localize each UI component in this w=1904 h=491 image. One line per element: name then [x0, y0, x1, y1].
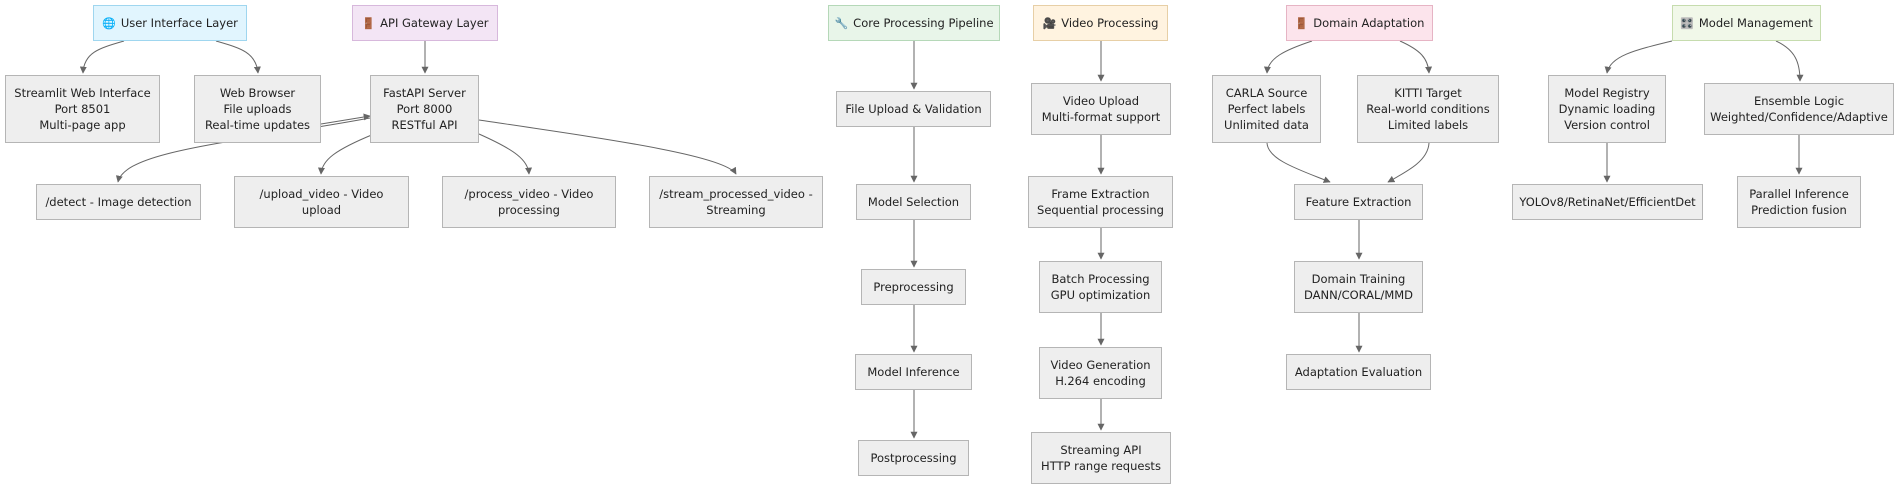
node-carla-source: CARLA Source Perfect labels Unlimited da…	[1212, 75, 1321, 143]
node-kitti-target: KITTI Target Real-world conditions Limit…	[1357, 75, 1499, 143]
control-knobs-icon: 🎛️	[1680, 16, 1694, 30]
edge-model-to-registry	[1604, 40, 1673, 74]
node-preprocessing: Preprocessing	[861, 269, 966, 305]
node-video-upload: Video Upload Multi-format support	[1031, 83, 1171, 135]
node-parallel-inference: Parallel Inference Prediction fusion	[1737, 176, 1861, 228]
header-label: User Interface Layer	[120, 16, 238, 30]
header-label: API Gateway Layer	[380, 16, 489, 30]
edge-carla-to-feature	[1266, 142, 1331, 183]
node-fastapi: FastAPI Server Port 8000 RESTful API	[370, 75, 479, 143]
node-batch-processing: Batch Processing GPU optimization	[1039, 261, 1162, 313]
edge-model-to-ensemble	[1775, 40, 1804, 82]
node-video-generation: Video Generation H.264 encoding	[1039, 347, 1162, 399]
header-video-processing: 🎥 Video Processing	[1033, 5, 1168, 41]
edge-ui-to-streamlit	[79, 40, 125, 74]
node-frame-extraction: Frame Extraction Sequential processing	[1028, 176, 1173, 228]
header-model-management: 🎛️ Model Management	[1672, 5, 1821, 41]
video-camera-icon: 🎥	[1042, 16, 1057, 30]
header-ui-layer: 🌐 User Interface Layer	[93, 5, 247, 41]
door-icon: 🚪	[361, 16, 376, 30]
node-feature-extraction: Feature Extraction	[1294, 184, 1423, 220]
node-streamlit: Streamlit Web Interface Port 8501 Multi-…	[5, 75, 160, 143]
header-core-pipeline: 🔧 Core Processing Pipeline	[828, 5, 1000, 41]
wrench-icon: 🔧	[834, 16, 849, 30]
node-domain-training: Domain Training DANN/CORAL/MMD	[1294, 261, 1423, 313]
header-label: Model Management	[1698, 16, 1813, 30]
edge-fastapi-to-process	[478, 133, 533, 175]
edge-ui-to-browser	[215, 40, 261, 74]
header-label: Domain Adaptation	[1313, 16, 1425, 30]
edge-fastapi-to-upload	[317, 133, 375, 175]
node-detect-endpoint: /detect - Image detection	[36, 184, 201, 220]
edge-browser-to-fastapi	[320, 113, 371, 125]
node-yolo-retinanet-efficientdet: YOLOv8/RetinaNet/EfficientDet	[1512, 184, 1703, 220]
node-stream-processed-endpoint: /stream_processed_video - Streaming	[649, 176, 823, 228]
node-model-registry: Model Registry Dynamic loading Version c…	[1548, 75, 1666, 143]
globe-icon: 🌐	[102, 16, 116, 30]
node-file-upload-validation: File Upload & Validation	[836, 91, 991, 127]
node-adaptation-evaluation: Adaptation Evaluation	[1286, 354, 1431, 390]
node-streaming-api: Streaming API HTTP range requests	[1031, 432, 1171, 484]
edge-domain-to-kitti	[1399, 40, 1433, 74]
header-label: Core Processing Pipeline	[853, 16, 994, 30]
door-icon: 🚪	[1294, 16, 1309, 30]
node-web-browser: Web Browser File uploads Real-time updat…	[194, 75, 321, 143]
edge-kitti-to-feature	[1387, 142, 1430, 183]
node-process-video-endpoint: /process_video - Video processing	[442, 176, 616, 228]
node-model-inference: Model Inference	[855, 354, 972, 390]
header-label: Video Processing	[1061, 16, 1159, 30]
edge-fastapi-to-detect	[115, 117, 371, 183]
node-ensemble-logic: Ensemble Logic Weighted/Confidence/Adapt…	[1704, 83, 1894, 135]
node-model-selection: Model Selection	[856, 184, 971, 220]
header-api-layer: 🚪 API Gateway Layer	[352, 5, 498, 41]
node-upload-video-endpoint: /upload_video - Video upload	[234, 176, 409, 228]
edge-fastapi-to-stream	[478, 119, 737, 175]
header-domain-adaptation: 🚪 Domain Adaptation	[1286, 5, 1433, 41]
node-postprocessing: Postprocessing	[858, 440, 969, 476]
edge-domain-to-carla	[1263, 40, 1313, 74]
